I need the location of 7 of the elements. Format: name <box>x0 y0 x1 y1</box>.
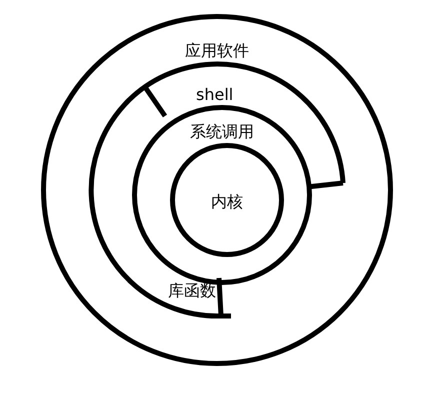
ring-label: shell <box>196 85 234 104</box>
ring-label: 系统调用 <box>190 122 254 143</box>
inner-circle <box>170 143 284 257</box>
outer-ring <box>41 14 393 366</box>
ring-label: 应用软件 <box>185 41 249 62</box>
ring-label: 内核 <box>211 192 243 213</box>
ring-label: 库函数 <box>168 281 216 302</box>
